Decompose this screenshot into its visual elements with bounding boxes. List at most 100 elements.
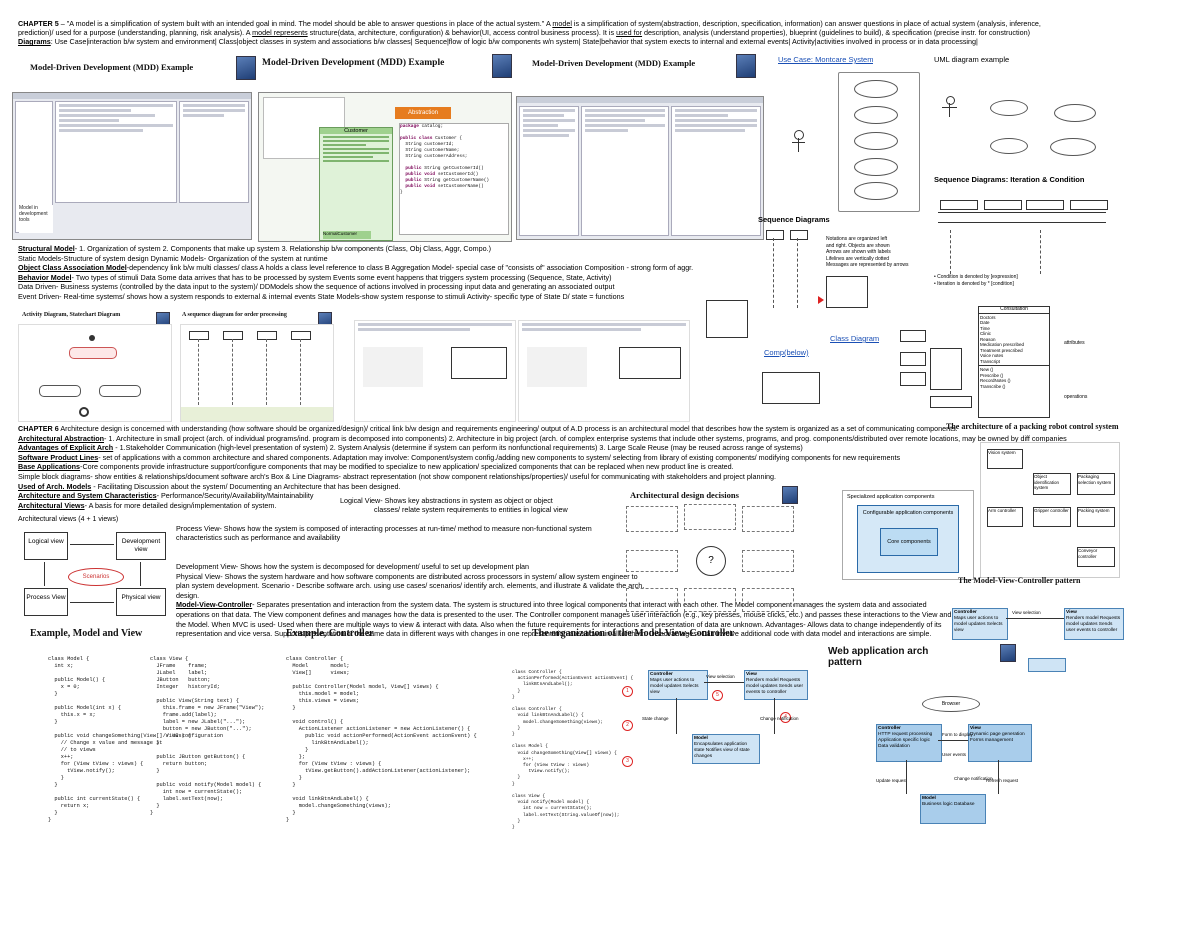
process-view-box: Process View <box>24 588 68 616</box>
class-diag-box-3 <box>930 348 962 390</box>
core-components-box: Core components <box>880 528 938 556</box>
ch6-line: Architecture and System Characteristics-… <box>18 491 1128 501</box>
operations-label: operations <box>1064 394 1088 400</box>
structural-label: Behavior Model <box>18 272 72 282</box>
structural-line: Object Class Association Model-dependenc… <box>18 263 718 273</box>
ch6-text: -Core components provide infrastructure … <box>80 462 734 472</box>
structural-text: Data Driven- Business systems (controlle… <box>18 282 615 292</box>
structural-section: Structural Model- 1. Organization of sys… <box>18 244 718 302</box>
mvc-text: - Separates presentation and interaction… <box>176 600 952 639</box>
ch6-label: Architecture and System Characteristics <box>18 491 157 501</box>
form-display-label: Form to display <box>942 732 973 737</box>
consultation-field: Reason <box>980 336 996 342</box>
consultation-field: Voice notes <box>980 353 1004 358</box>
ch6-text: - set of applications with a common arch… <box>98 452 901 462</box>
model-word: model <box>552 19 572 28</box>
class-diag-box-4 <box>900 372 926 386</box>
view-selection-label: View selection <box>1012 610 1041 615</box>
packing-diagram: Vision system Object identification syst… <box>980 442 1120 578</box>
customer-code-snippet: package catalog; public class Customer {… <box>399 123 509 235</box>
uml-title: UML diagram example <box>934 55 1010 64</box>
step-marker-1: 1 <box>622 686 633 697</box>
packing-box: Packaging selection system <box>1077 473 1115 495</box>
usecase-diagram <box>778 66 928 214</box>
mdd-screenshot-2: Customer Abstraction package catalog; pu… <box>258 92 512 242</box>
mvc-pattern-view: View Renders model Requests model update… <box>1064 608 1124 640</box>
mvc-controller-title: Controller <box>954 610 977 615</box>
ch6-line: Software Product Lines- set of applicati… <box>18 453 1128 463</box>
physical-view-box: Physical view <box>116 588 166 616</box>
normal-customer-label: NormalCustomer <box>323 231 371 239</box>
scenarios-ellipse: Scenarios <box>68 568 124 586</box>
seq-iter-diagram <box>930 186 1110 230</box>
chapter6-section: CHAPTER 6 Architecture design is concern… <box>18 424 1128 510</box>
code-ctrl-text: class Controller { Model model; View[] v… <box>286 656 477 823</box>
consultation-field: Clinic <box>980 331 992 336</box>
org-state-change: State change <box>642 716 669 721</box>
webapp-controller-title: Controller <box>878 726 901 731</box>
process-view-text: Process View- Shows how the system is co… <box>176 524 592 542</box>
specialized-title: Specialized application components <box>847 494 935 500</box>
structural-line: Structural Model- 1. Organization of sys… <box>18 244 718 254</box>
consultation-field: Transcript <box>980 358 1000 364</box>
university-logo-2 <box>492 54 512 78</box>
webapp-model-view-mini <box>1020 610 1120 690</box>
org-model-box: Model Encapsulates application state Not… <box>692 734 760 764</box>
org-controller-box: Controller Maps user actions to model up… <box>648 670 708 700</box>
step-marker-3: 3 <box>622 756 633 767</box>
mvc-view-title: View <box>1066 610 1077 615</box>
packing-box: Object identification system <box>1033 473 1071 495</box>
arch-decisions-diagram: ? <box>624 502 796 614</box>
consultation-field: Time <box>980 325 990 331</box>
seq-bullets: Notations are organized left and right. … <box>826 236 926 269</box>
ch6-label: Architectural Views <box>18 500 85 510</box>
change-notification-label: Change notification <box>954 776 993 781</box>
consultation-field: Treatment prescribed <box>980 347 1023 353</box>
structural-line: Event Driven- Real-time systems/ shows h… <box>18 292 718 302</box>
webapp-diagram: Browser Controller HTTP request processi… <box>872 694 1032 824</box>
consultation-field: Medication prescribed <box>980 342 1025 347</box>
webapp-title-line2: pattern <box>828 657 862 668</box>
university-logo-3 <box>736 54 756 78</box>
packing-box: Arm controller <box>987 507 1023 527</box>
webapp-view-title: View <box>970 726 981 731</box>
usecase-title: Use Case: Montcare System <box>778 55 874 64</box>
seq-uml-mini <box>706 300 748 338</box>
ch6-line: Used of Arch. Models - Facilitating Disc… <box>18 482 1128 492</box>
logical-view-box: Logical view <box>24 532 68 560</box>
code-org: class Controller { actionPerformed(Actio… <box>512 670 634 831</box>
code-org-text: class Controller { actionPerformed(Actio… <box>512 670 634 831</box>
org-change-notification: Change notification <box>760 716 799 721</box>
configurable-label: Configurable application components <box>862 510 954 516</box>
consultation-op: Transcribe () <box>980 383 1006 389</box>
structural-text: -dependency link b/w multi classes/ clas… <box>126 263 694 273</box>
example-ctrl-title: Example, Controller <box>286 628 374 639</box>
consultation-op: Prescribe () <box>980 372 1004 378</box>
mdd-screenshot-1: Model in development tools <box>12 92 252 240</box>
class-diag-title: Class Diagram <box>830 334 880 343</box>
mvc-definition: Model-View-Controller- Separates present… <box>176 600 956 638</box>
mdd-title-1: Model-Driven Development (MDD) Example <box>30 62 194 72</box>
comp-title: Comp(below) <box>764 348 809 357</box>
step-marker-2: 2 <box>622 720 633 731</box>
logical-view-line: Logical View- Shows key abstractions in … <box>340 496 553 505</box>
org-view-desc: Renders model Requests model updates Sen… <box>746 678 804 695</box>
ch6-line: Base Applications-Core components provid… <box>18 462 1128 472</box>
org-view-box: View Renders model Requests model update… <box>744 670 808 700</box>
org-model-title: Model <box>694 736 708 741</box>
condition-diagram: • Condition is denoted by [expression] •… <box>930 230 1110 290</box>
mvc-pattern-controller: Controller Maps user actions to model up… <box>952 608 1008 640</box>
ch6-label: Software Product Lines <box>18 452 99 462</box>
seq-bullet: Notations are organized left <box>826 236 888 242</box>
structural-label: Object Class Association Model <box>18 263 127 273</box>
logical-view-line-2: classes/ relate system requirements to e… <box>374 505 568 514</box>
webapp-title-line1: Web application arch <box>828 646 929 657</box>
packing-box: Conveyor controller <box>1077 547 1115 567</box>
mvc-controller-desc: Maps user actions to model updates Selec… <box>954 616 1003 633</box>
structural-label: Structural Model <box>18 244 75 253</box>
consultation-op: New () <box>980 367 994 372</box>
seq-bullet: Messages are represented by arrows <box>826 262 909 268</box>
class-diag-box-5 <box>930 396 972 408</box>
mvc-label: Model-View-Controller <box>176 600 253 610</box>
ch6-label: CHAPTER 6 <box>18 424 59 433</box>
